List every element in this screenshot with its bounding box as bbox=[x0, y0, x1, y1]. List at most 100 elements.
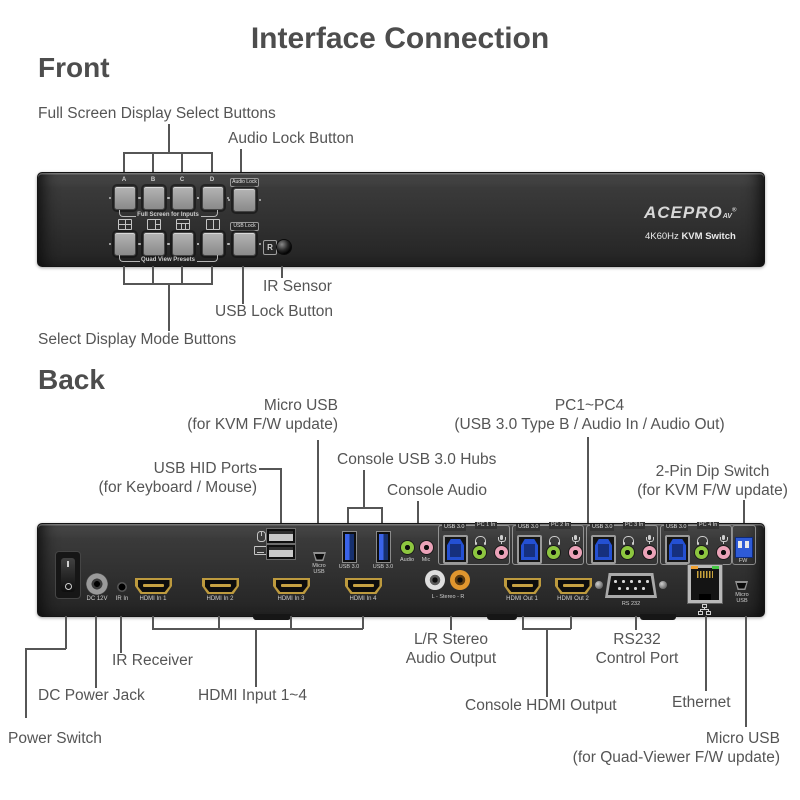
label-line: PC1~PC4 bbox=[554, 397, 625, 414]
hdmi-out-2-port bbox=[555, 578, 592, 594]
panel-foot bbox=[640, 614, 676, 620]
callout-line bbox=[123, 152, 213, 154]
pc4-usb-b-port bbox=[665, 535, 690, 564]
console-mic-jack bbox=[420, 541, 433, 554]
button-label-a: A bbox=[121, 177, 127, 183]
model-name: 4K60Hz KVM Switch bbox=[645, 231, 736, 242]
fullscreen-button-a bbox=[109, 186, 141, 210]
label-audio-lock-button: Audio Lock Button bbox=[228, 130, 354, 147]
callout-line bbox=[211, 266, 213, 284]
callout-line bbox=[417, 501, 419, 523]
hdmi-in-3-label: HDMI In 3 bbox=[277, 596, 305, 602]
callout-line bbox=[255, 628, 257, 687]
button-label-b: B bbox=[150, 177, 156, 183]
headphone-icon bbox=[697, 536, 708, 545]
callout-line bbox=[522, 616, 524, 629]
caption-bracket bbox=[119, 210, 136, 217]
rs232-label: RS 232 bbox=[621, 601, 641, 607]
label-line: Micro bbox=[735, 592, 749, 598]
micro-usb-console-label: Micro USB bbox=[312, 563, 325, 575]
callout-line bbox=[152, 628, 363, 630]
callout-line bbox=[95, 616, 97, 688]
pc2-audio-out-jack bbox=[547, 546, 560, 559]
row2-caption: Quad View Presets bbox=[141, 257, 195, 263]
hdmi-in-4-label: HDMI In 4 bbox=[349, 596, 377, 602]
label-line: RS232 bbox=[613, 631, 661, 648]
mic-icon bbox=[572, 535, 580, 544]
micro-usb-port-console bbox=[313, 552, 326, 561]
label-console-audio: Console Audio bbox=[387, 482, 487, 499]
mic-icon bbox=[720, 535, 728, 544]
back-panel: DC 12V IR In HDMI In 1 HDMI In 2 HDMI In… bbox=[37, 522, 765, 617]
pc1-usb-label: USB 3.0 bbox=[442, 524, 467, 531]
panel-foot bbox=[487, 614, 517, 620]
brand-sub-text: AV bbox=[722, 213, 732, 220]
model-suffix: KVM Switch bbox=[681, 231, 736, 242]
button-label-c: C bbox=[179, 177, 185, 183]
callout-line bbox=[635, 616, 637, 630]
label-lr-stereo: L/R Stereo Audio Output bbox=[396, 630, 506, 668]
micro-usb-port-quad bbox=[735, 581, 748, 590]
back-heading: Back bbox=[38, 364, 105, 395]
ir-in-jack bbox=[117, 582, 127, 592]
quad-view-icon-4 bbox=[206, 219, 220, 230]
label-line: (for Quad-Viewer F/W update) bbox=[572, 749, 780, 766]
audio-lock-button bbox=[228, 188, 261, 212]
callout-line bbox=[25, 648, 27, 718]
pc4-audio-out-jack bbox=[695, 546, 708, 559]
usb-hid-port-1 bbox=[266, 528, 296, 544]
power-switch bbox=[55, 551, 81, 599]
hdmi-in-1-port bbox=[135, 578, 172, 594]
fw-dip-outline bbox=[732, 525, 756, 565]
audio-lock-badge: Audio Lock bbox=[230, 178, 259, 187]
fullscreen-button-c bbox=[167, 186, 199, 210]
label-dc-power-jack: DC Power Jack bbox=[38, 687, 145, 704]
panel-foot bbox=[253, 614, 291, 620]
label-ethernet: Ethernet bbox=[672, 694, 731, 711]
pc3-usb-label: USB 3.0 bbox=[590, 524, 615, 531]
label-console-usb-hubs: Console USB 3.0 Hubs bbox=[337, 451, 497, 468]
page-title: Interface Connection bbox=[250, 22, 550, 55]
label-line: 2-Pin Dip Switch bbox=[655, 463, 770, 480]
ethernet-led-orange bbox=[691, 566, 698, 569]
fullscreen-button-d bbox=[197, 186, 229, 210]
hdmi-in-2-label: HDMI In 2 bbox=[206, 596, 234, 602]
pc1-audio-in-jack bbox=[495, 546, 508, 559]
ethernet-port bbox=[687, 564, 723, 604]
pc3-audio-out-jack bbox=[621, 546, 634, 559]
callout-line bbox=[290, 616, 292, 629]
callout-line bbox=[218, 616, 220, 629]
front-panel: A B C D Audio Lock Full Screen for Input… bbox=[37, 172, 765, 267]
callout-line bbox=[381, 507, 383, 523]
console-usb3-port-2 bbox=[376, 531, 391, 563]
pc2-label: PC 2 In bbox=[549, 522, 572, 529]
power-rocker bbox=[61, 558, 75, 592]
network-icon bbox=[698, 604, 711, 615]
ir-in-label: IR In bbox=[115, 596, 129, 602]
callout-line bbox=[168, 124, 170, 153]
headphone-icon bbox=[623, 536, 634, 545]
mouse-icon bbox=[257, 531, 266, 542]
usb-lock-badge: USB Lock bbox=[230, 222, 259, 231]
fw-dip-switch bbox=[735, 537, 753, 558]
brand-text: ACEPRO bbox=[644, 203, 723, 222]
callout-line bbox=[152, 152, 154, 173]
hdmi-in-2-port bbox=[202, 578, 239, 594]
callout-line bbox=[317, 440, 319, 523]
console-usb3-label-2: USB 3.0 bbox=[372, 564, 394, 570]
callout-line bbox=[587, 437, 589, 523]
rs232-port bbox=[605, 573, 657, 598]
pc1-group: USB 3.0 PC 1 In bbox=[438, 522, 510, 565]
headphone-icon bbox=[549, 536, 560, 545]
callout-line bbox=[743, 500, 745, 523]
console-audio-label: Audio bbox=[399, 557, 415, 563]
label-full-screen-select-buttons: Full Screen Display Select Buttons bbox=[38, 105, 276, 122]
row1-caption: Full Screen for Inputs bbox=[137, 212, 199, 218]
label-hdmi-input: HDMI Input 1~4 bbox=[198, 687, 307, 704]
label-micro-usb-quad: Micro USB (for Quad-Viewer F/W update) bbox=[545, 729, 780, 767]
callout-line bbox=[347, 507, 382, 509]
label-line: USB HID Ports bbox=[153, 460, 257, 477]
callout-line bbox=[152, 616, 154, 629]
usb-lock-button bbox=[228, 232, 261, 256]
